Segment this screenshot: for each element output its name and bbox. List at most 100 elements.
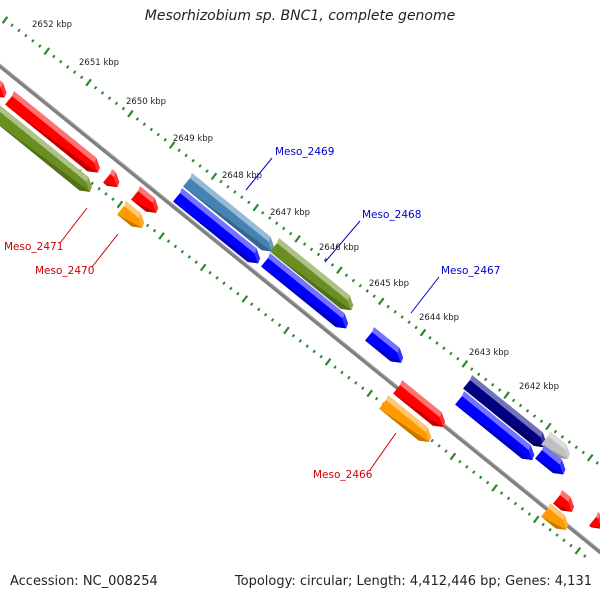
gene-red-large-tip-face [94, 157, 100, 173]
gene-red-2470-upper [131, 186, 159, 213]
minor-tick [374, 396, 379, 401]
gene-outer-red-1-tip-face [0, 82, 7, 98]
gene-red-large-body [5, 96, 98, 173]
minor-tick [247, 200, 251, 205]
minor-tick [275, 221, 279, 226]
minor-tick [525, 408, 530, 413]
minor-tick [485, 480, 490, 485]
minor-tick [532, 414, 537, 418]
major-tick [366, 389, 373, 398]
minor-tick [219, 179, 223, 184]
gene-label-meso-2466: Meso_2466 [313, 469, 373, 481]
gene-olive-large-shadow [0, 125, 91, 192]
minor-tick [180, 249, 185, 254]
gene-navy-body [463, 380, 545, 448]
gene-red-small-top-face [110, 169, 116, 178]
minor-tick [456, 356, 460, 361]
minor-tick [539, 419, 544, 424]
gene-olive-large-tip-face [86, 176, 93, 192]
minor-tick [333, 365, 337, 369]
minor-tick [595, 461, 599, 465]
gene-blue-small [535, 445, 566, 475]
gene-orange-far-body [541, 508, 567, 530]
gene-meso-2470-shadow [117, 214, 143, 228]
leader-meso-2469 [245, 157, 273, 191]
major-tick [419, 328, 427, 337]
minor-tick [305, 344, 309, 348]
minor-tick [268, 216, 272, 220]
minor-tick [520, 507, 525, 511]
gene-outer-red-1-shadow [0, 95, 5, 98]
ruler-tick-label: 2650 kbp [126, 97, 166, 107]
minor-tick [288, 231, 293, 236]
major-tick [491, 483, 498, 492]
leader-meso-2471 [59, 207, 88, 244]
gene-olive-large-body [0, 111, 91, 192]
minor-tick [111, 197, 115, 202]
minor-tick [263, 312, 268, 317]
major-tick [545, 422, 552, 431]
label-leader-lines [59, 157, 440, 471]
gene-navy [463, 375, 547, 448]
minor-tick [458, 459, 462, 464]
ruler-tick-label: 2643 kbp [469, 348, 509, 358]
minor-tick [506, 496, 511, 501]
minor-tick [435, 341, 439, 345]
minor-tick [581, 450, 585, 455]
minor-tick [479, 475, 483, 480]
gene-meso-2470-top-face [124, 201, 141, 218]
major-tick [43, 47, 51, 56]
gene-red-2466-upper-body [393, 385, 444, 428]
gene-meso-2466-tip-face [425, 427, 432, 443]
minor-tick [236, 291, 240, 296]
major-tick [168, 141, 176, 149]
gene-meso-2469-top-face [190, 173, 271, 242]
minor-tick [226, 184, 230, 189]
major-tick [336, 266, 343, 274]
gene-meso-2467-top-face [372, 327, 400, 353]
minor-tick [430, 438, 434, 443]
inner-tick-track [0, 113, 587, 558]
gene-red-edge-top-face [596, 512, 600, 519]
gene-blue-2468-lower-tip-face [342, 313, 349, 329]
gene-blue-small-shadow [535, 458, 564, 475]
gene-meso-2467-tip-face [397, 347, 404, 363]
gene-meso-2467-body [365, 332, 402, 363]
gene-blue-2468-lower-top-face [268, 253, 345, 319]
minor-tick [104, 192, 108, 196]
gene-label-meso-2470: Meso_2470 [35, 265, 94, 277]
gene-meso-2469-tip-face [268, 236, 275, 252]
gene-red-large-shadow [5, 104, 98, 173]
ruler-tick-label: 2651 kbp [79, 58, 119, 68]
minor-tick [477, 372, 481, 377]
minor-tick [518, 403, 523, 408]
gene-orange-far-top-face [548, 503, 565, 520]
gene-blue-2468-lower [261, 253, 349, 329]
gene-blue-2469-lower-shadow [173, 201, 259, 264]
gene-red-2466-upper-top-face [400, 380, 442, 418]
minor-tick [250, 302, 254, 306]
minor-tick [194, 260, 198, 264]
gene-meso-2466-shadow [379, 408, 430, 443]
gene-blue-2642-shadow [455, 404, 533, 461]
minor-tick [52, 54, 56, 59]
gene-gray-body [541, 436, 568, 460]
minor-tick [319, 354, 323, 359]
major-tick [283, 326, 290, 335]
minor-tick [428, 336, 432, 340]
backbone-highlight [0, 63, 600, 551]
gene-red-2470-upper-top-face [138, 186, 155, 203]
minor-tick [323, 257, 328, 262]
minor-tick [59, 59, 63, 64]
gene-meso-2467 [365, 327, 404, 363]
minor-tick [156, 132, 160, 137]
major-tick [116, 200, 124, 209]
minor-tick [66, 65, 70, 69]
gene-blue-2642-tip-face [528, 445, 535, 461]
gene-outer-red-1-body [0, 86, 5, 98]
major-tick [158, 232, 165, 240]
minor-tick [548, 528, 552, 532]
major-tick [461, 360, 469, 368]
leader-meso-2466 [369, 432, 397, 471]
